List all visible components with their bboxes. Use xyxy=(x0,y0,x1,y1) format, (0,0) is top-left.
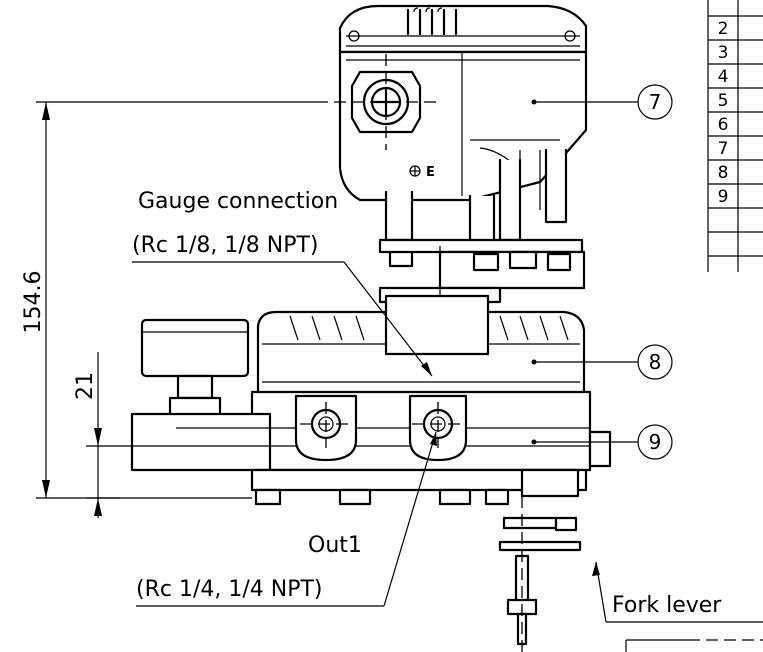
centre-lines xyxy=(300,54,464,448)
balloon-9-text: 9 xyxy=(649,430,662,454)
dimension-height: 154.6 xyxy=(21,101,316,499)
out1-label: Out1 xyxy=(308,533,362,558)
gauge-connection-callout: Gauge connection (Rc 1/8, 1/8 NPT) xyxy=(132,189,433,377)
bottom-manifold xyxy=(130,390,612,506)
mounting-plate xyxy=(378,238,586,304)
table-row-number: 9 xyxy=(718,187,729,207)
middle-body xyxy=(140,246,586,420)
detail-box-edge xyxy=(625,639,763,652)
balloon-8: 8 xyxy=(531,344,673,380)
dimension-offset-text: 21 xyxy=(73,372,98,400)
fork-lever-callout: Fork lever xyxy=(592,561,763,623)
pressure-gauge-icon xyxy=(140,318,250,420)
balloon-7: 7 xyxy=(531,84,673,120)
table-row-number: 4 xyxy=(718,67,729,87)
gauge-connection-spec: (Rc 1/8, 1/8 NPT) xyxy=(132,233,319,258)
top-housing: E xyxy=(338,4,588,268)
parts-table: 2 3 4 5 6 7 8 9 xyxy=(707,0,763,272)
balloon-8-text: 8 xyxy=(649,350,662,374)
e-mark: E xyxy=(426,165,435,180)
dimension-height-text: 154.6 xyxy=(21,271,46,334)
balloon-9: 9 xyxy=(531,424,673,460)
table-row-number: 7 xyxy=(718,139,729,159)
fork-lever-label: Fork lever xyxy=(612,593,722,618)
table-row-number: 8 xyxy=(718,163,729,183)
out1-spec: (Rc 1/4, 1/4 NPT) xyxy=(136,577,323,602)
balloon-7-text: 7 xyxy=(649,90,662,114)
out1-callout: Out1 (Rc 1/4, 1/4 NPT) xyxy=(136,431,437,607)
table-row-number: 3 xyxy=(718,43,729,63)
shaft-assembly xyxy=(498,496,582,652)
gauge-connection-label: Gauge connection xyxy=(138,189,338,214)
table-row-number: 5 xyxy=(718,91,729,111)
table-row-number: 2 xyxy=(718,19,729,39)
table-row-number: 6 xyxy=(718,115,729,135)
dimension-offset: 21 xyxy=(73,352,176,518)
